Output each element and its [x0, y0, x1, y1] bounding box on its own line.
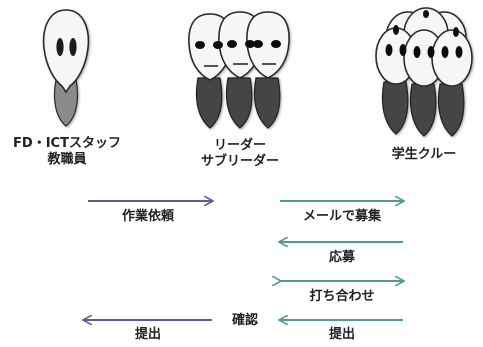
staff-label-line2: 教職員: [47, 152, 87, 167]
meeting-label: 打ち合わせ: [309, 289, 375, 304]
student-crew-icon: [375, 7, 473, 137]
leader-label-line2: サブリーダー: [200, 154, 279, 169]
submit-students-label: 提出: [328, 327, 355, 342]
confirm-label: 確認: [231, 313, 258, 328]
apply-label: 応募: [328, 250, 355, 265]
students-label: 学生クルー: [391, 147, 457, 162]
staff-person-icon: [42, 9, 90, 127]
leader-label-line1: リーダー: [213, 138, 266, 153]
staff-label-line1: FD・ICTスタッフ: [13, 136, 121, 151]
submit-staff-label: 提出: [134, 327, 161, 342]
leader-label: リーダー サブリーダー: [178, 138, 302, 170]
staff-label: FD・ICTスタッフ 教職員: [6, 136, 128, 168]
recruit-mail-label: メールで募集: [302, 209, 381, 224]
leader-person-icon: [188, 11, 290, 129]
request-label: 作業依頼: [121, 209, 174, 224]
